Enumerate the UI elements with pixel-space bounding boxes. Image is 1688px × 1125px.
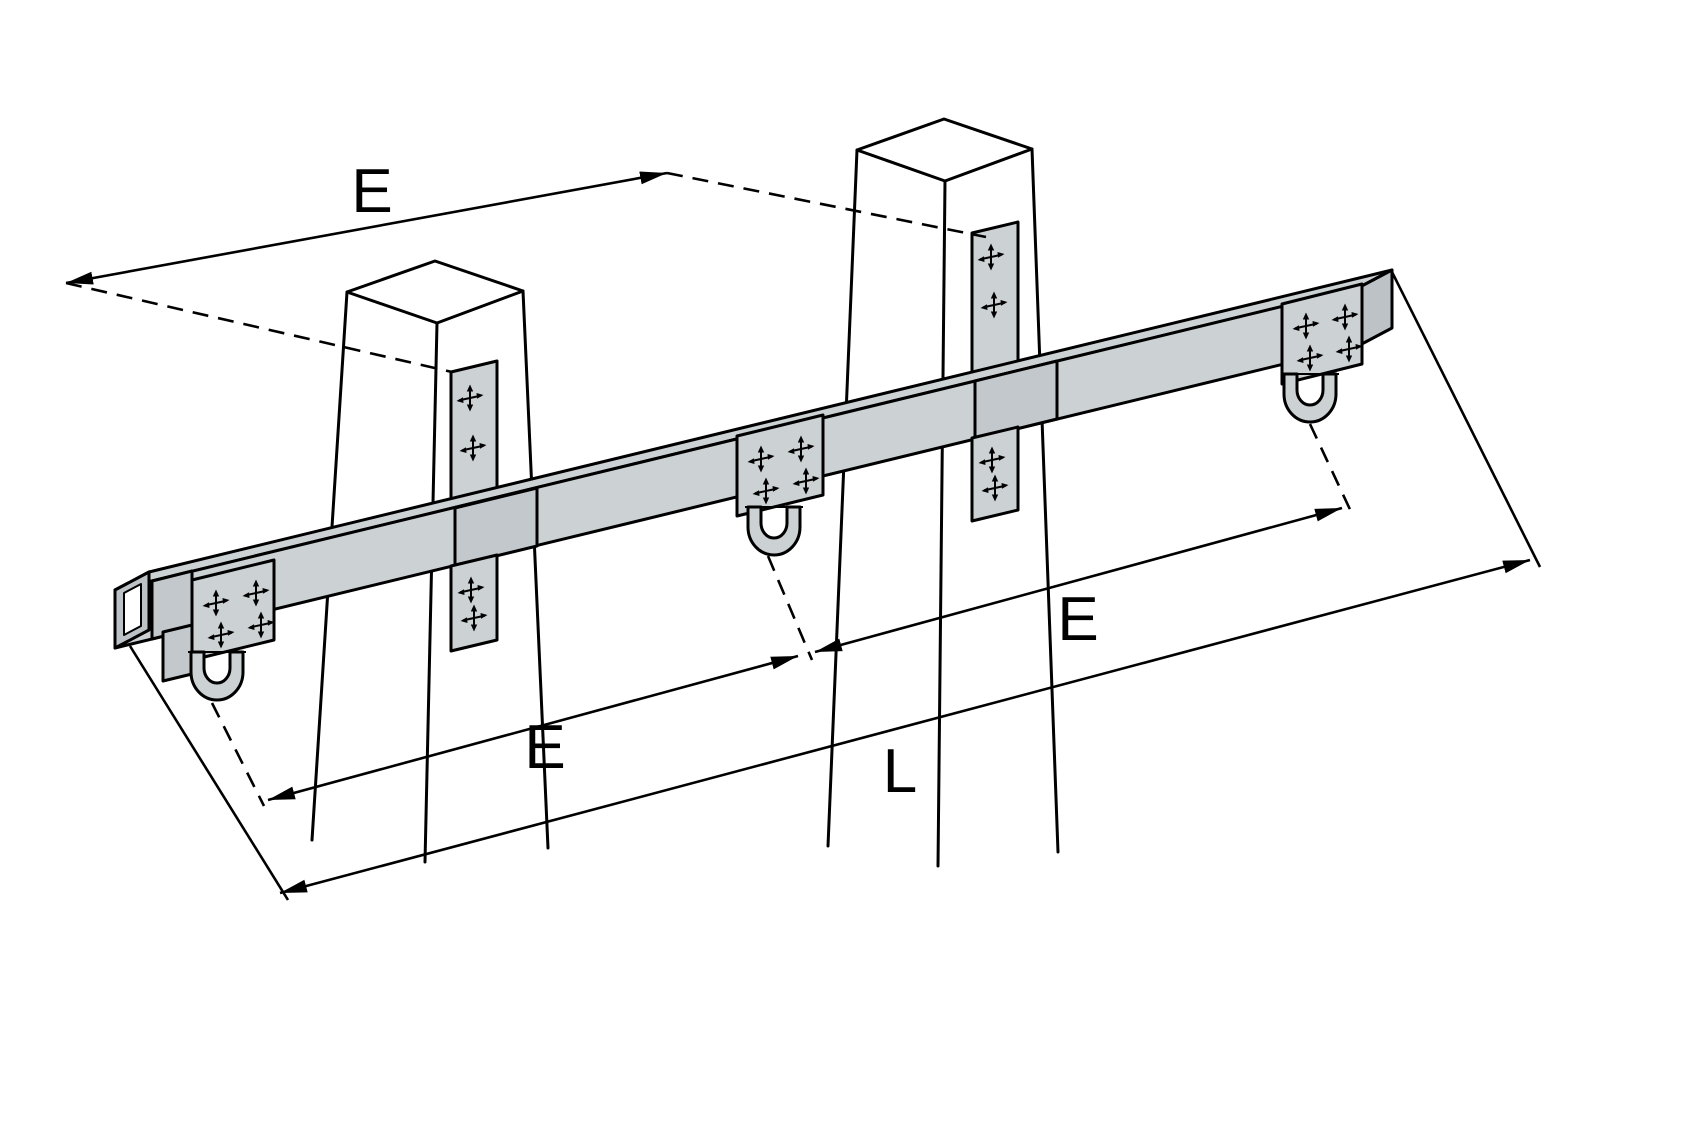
- extension-line: [210, 702, 266, 807]
- dimension-line-l: [279, 558, 1531, 895]
- beam-left-end-hollow: [123, 583, 142, 636]
- dim-label-e-bottom: E: [524, 713, 565, 782]
- extension-line: [1308, 423, 1356, 519]
- shackle-left-icon: [189, 650, 245, 702]
- shackle-middle-icon: [746, 505, 802, 557]
- bracket-left-lower-plate: [449, 553, 499, 653]
- end-bracket-lower-tab: [161, 623, 194, 683]
- dim-label-l: L: [883, 737, 917, 806]
- extension-line: [1390, 271, 1542, 568]
- dimension-line-e-top: [65, 171, 668, 285]
- post-right: [826, 117, 1060, 868]
- bracket-left-strap: [453, 486, 539, 568]
- dim-label-e-top: E: [351, 157, 392, 226]
- dim-label-e-right: E: [1057, 585, 1098, 654]
- extension-line: [65, 281, 453, 374]
- extension-line: [666, 171, 987, 239]
- extension-line: [128, 645, 290, 901]
- dimensions: [65, 171, 1542, 901]
- bracket-right-lower-plate: [970, 425, 1020, 523]
- bracket-right-strap: [973, 359, 1059, 441]
- shackle-right-icon: [1282, 372, 1338, 424]
